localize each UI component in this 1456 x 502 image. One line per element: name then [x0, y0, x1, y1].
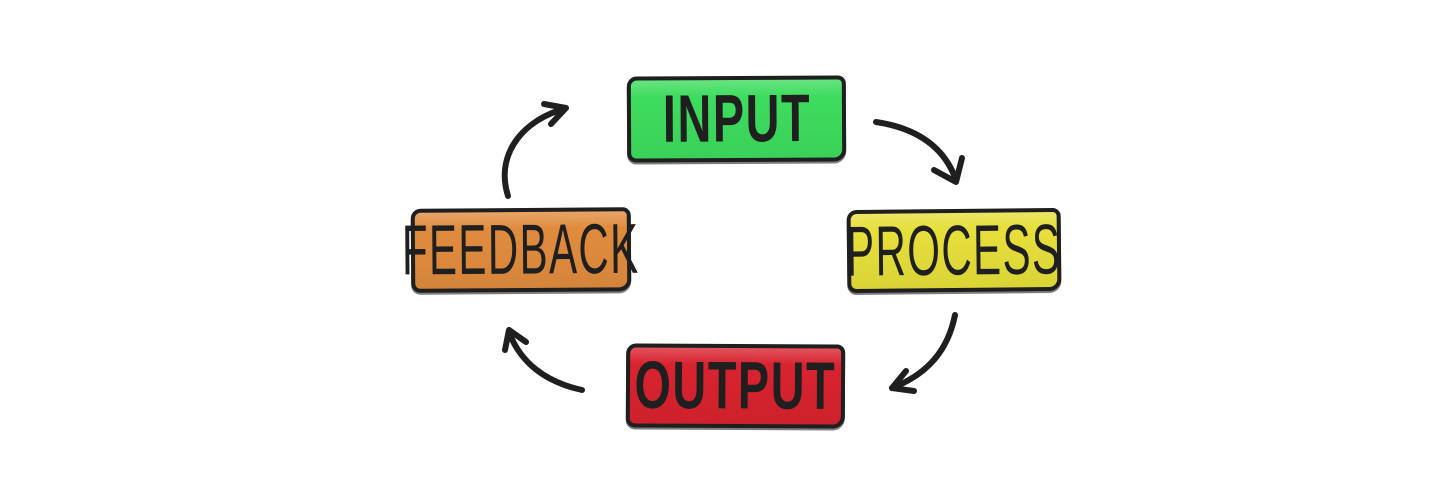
node-feedback-label: FEEDBACK [401, 209, 641, 290]
arrow-process-to-output [889, 312, 958, 394]
arrow-output-to-feedback [502, 327, 585, 393]
node-process: PROCESS [845, 207, 1063, 294]
node-process-label: PROCESS [845, 209, 1063, 291]
node-input: INPUT [626, 75, 847, 163]
arrow-input-to-process [873, 119, 965, 185]
node-feedback: FEEDBACK [402, 207, 640, 293]
node-output-label: OUTPUT [634, 347, 837, 424]
node-input-label: INPUT [662, 80, 811, 157]
node-output: OUTPUT [625, 343, 846, 429]
arrow-feedback-to-input [501, 101, 569, 199]
